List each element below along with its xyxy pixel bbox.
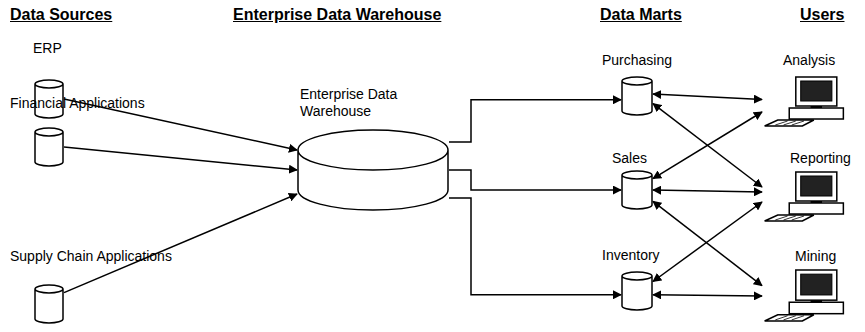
column-heading: Data Sources — [10, 6, 112, 24]
node-label: Sales — [612, 150, 647, 167]
cylinder-outline — [622, 171, 652, 209]
flow-arrow — [653, 190, 762, 192]
cylinder-outline — [298, 130, 448, 210]
flow-arrow — [653, 295, 762, 296]
flow-arrow — [449, 170, 621, 190]
flow-arrow — [653, 112, 762, 179]
flow-arrow — [449, 198, 621, 295]
node-label: Inventory — [602, 247, 660, 264]
flow-arrow — [64, 194, 297, 293]
flow-arrow — [653, 104, 762, 187]
cylinder-outline — [35, 285, 63, 323]
computer-icon — [763, 270, 845, 322]
node-label: Enterprise Data Warehouse — [300, 86, 420, 120]
cylinder-shape — [622, 272, 652, 310]
flow-arrow — [653, 201, 762, 285]
node-label: Analysis — [783, 52, 835, 69]
cylinder-outline — [35, 128, 63, 166]
computer-drawing — [763, 172, 845, 222]
cylinder-outline — [622, 272, 652, 310]
flow-arrow — [64, 147, 297, 170]
node-label: Mining — [795, 248, 836, 265]
column-heading: Data Marts — [600, 6, 682, 24]
computer-icon — [763, 77, 845, 127]
cylinder-shape — [622, 77, 652, 115]
flow-arrow — [653, 94, 762, 99]
computer-drawing — [763, 270, 845, 322]
column-heading: Users — [800, 6, 844, 24]
node-label: Reporting — [790, 150, 851, 167]
cylinder-shape — [35, 285, 63, 323]
node-label: Purchasing — [602, 52, 672, 69]
node-label: Financial Applications — [10, 95, 145, 112]
flow-arrow — [653, 202, 762, 282]
computer-drawing — [763, 77, 845, 127]
column-heading: Enterprise Data Warehouse — [233, 6, 441, 24]
node-label: ERP — [33, 40, 62, 57]
cylinder-shape — [35, 128, 63, 166]
flow-arrow — [449, 100, 621, 142]
cylinder-shape — [298, 130, 448, 210]
node-label: Supply Chain Applications — [10, 248, 172, 265]
cylinder-shape — [622, 171, 652, 209]
computer-icon — [763, 172, 845, 222]
cylinder-outline — [622, 77, 652, 115]
